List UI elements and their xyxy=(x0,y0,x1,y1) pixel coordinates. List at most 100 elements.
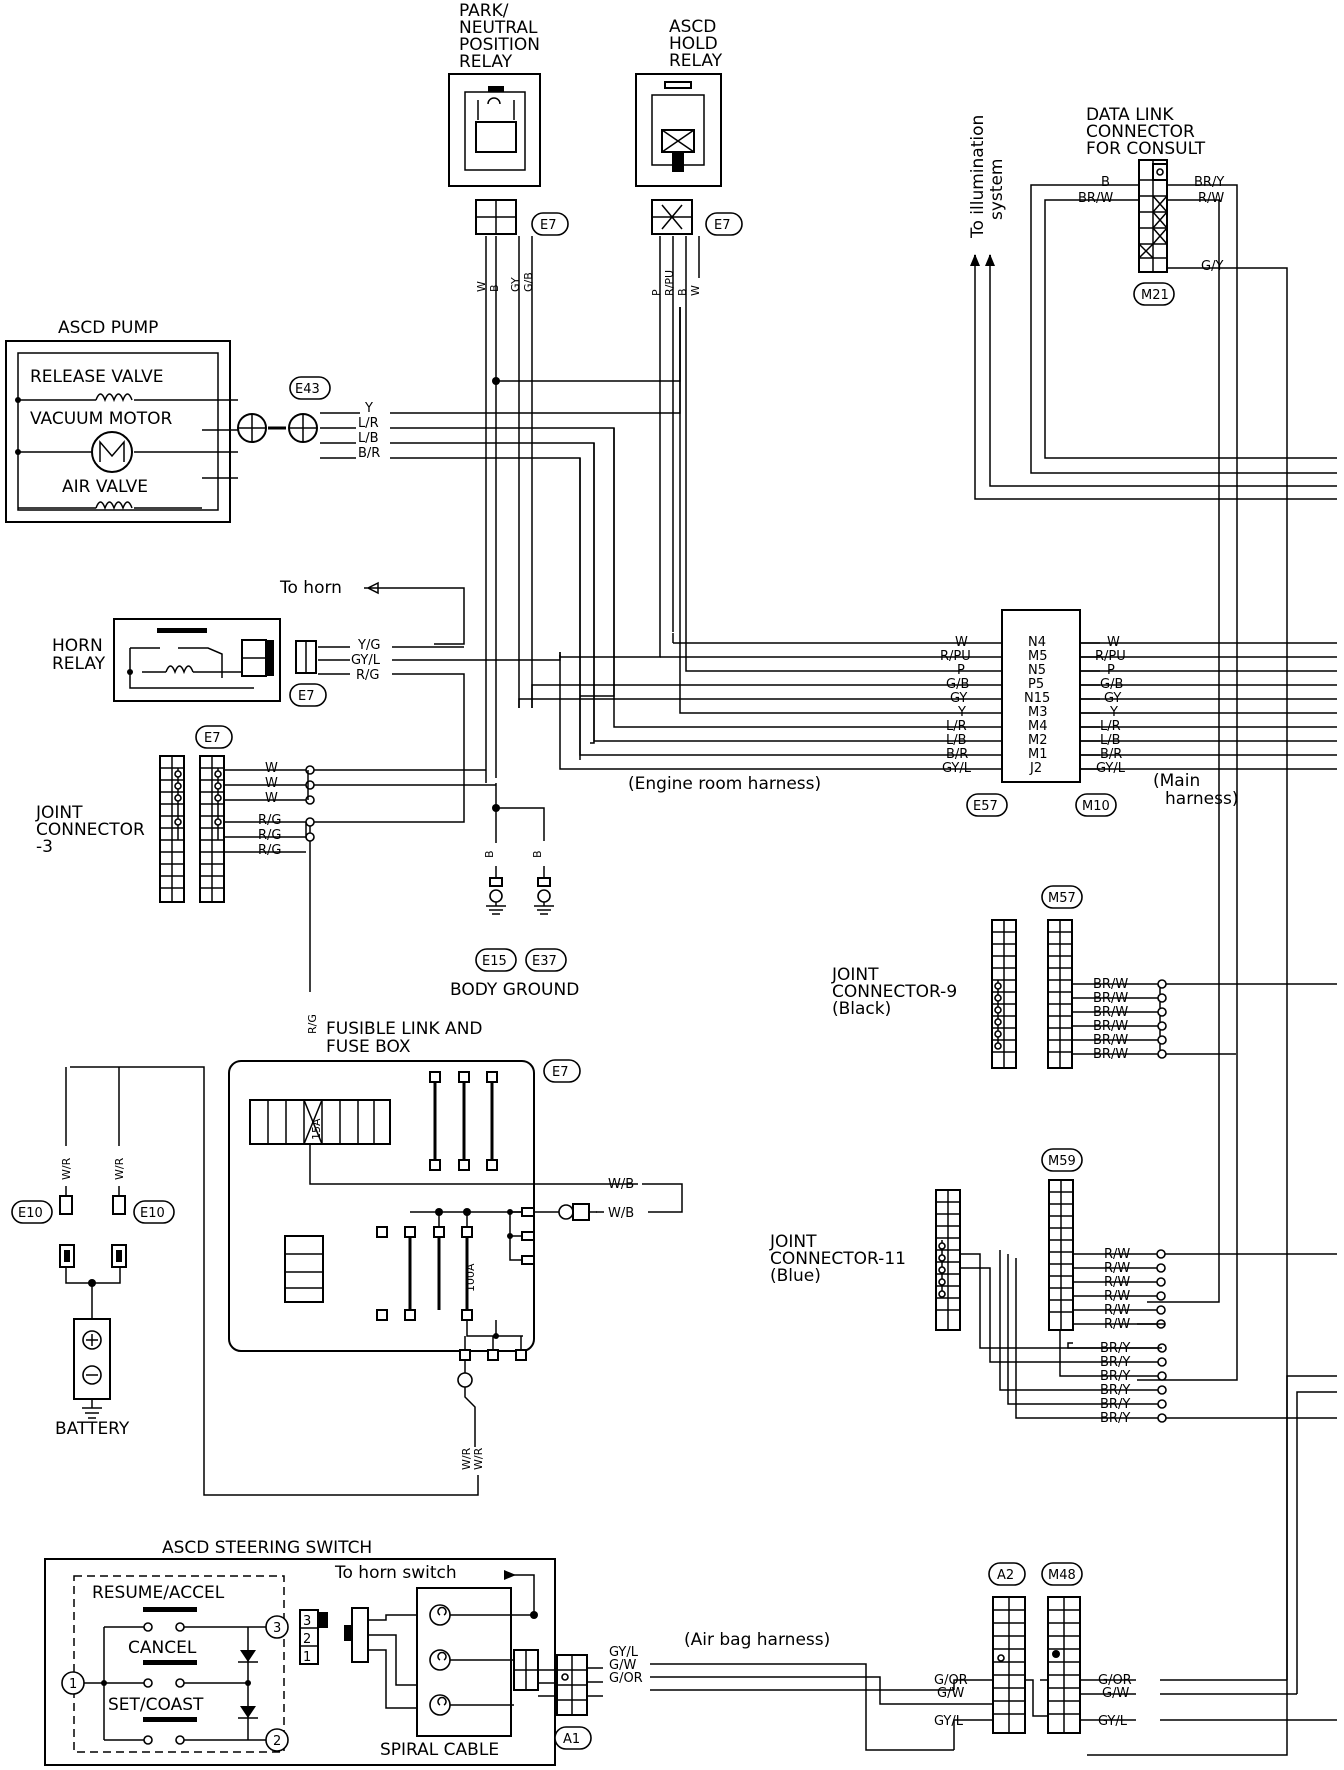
svg-text:R/G: R/G xyxy=(356,668,380,683)
joint-connector-3: JOINT CONNECTOR -3 xyxy=(35,755,225,903)
svg-text:B: B xyxy=(676,288,689,296)
connector-e10-right: E10 xyxy=(133,1200,175,1224)
svg-text:BR/Y: BR/Y xyxy=(1194,175,1224,190)
svg-text:W/R: W/R xyxy=(460,1447,473,1470)
svg-text:R/G: R/G xyxy=(258,828,282,843)
svg-text:3: 3 xyxy=(273,1621,281,1636)
svg-text:B/R: B/R xyxy=(358,446,380,461)
pnp-wire-labels: W B GY G/B xyxy=(475,272,535,292)
e57-m10-inline-connector xyxy=(1001,609,1081,783)
connector-e57: E57 xyxy=(966,793,1008,817)
ascd-steering-switch: ASCD STEERING SWITCH RESUME/ACCEL CANCEL… xyxy=(44,1538,556,1766)
svg-text:GY/L: GY/L xyxy=(934,1714,964,1729)
pnp-title-1: PARK/ xyxy=(459,1,509,21)
ascd-pump: ASCD PUMP RELEASE VALVE VACUUM MOTOR AIR… xyxy=(5,318,318,523)
svg-text:B: B xyxy=(1101,175,1110,190)
svg-text:J2: J2 xyxy=(1029,761,1042,776)
svg-text:A2: A2 xyxy=(997,1568,1014,1583)
svg-text:SPIRAL CABLE: SPIRAL CABLE xyxy=(380,1740,499,1760)
jc9-wire-labels: BR/W BR/W BR/W BR/W BR/W BR/W xyxy=(1093,977,1128,1062)
svg-text:E57: E57 xyxy=(973,799,998,814)
engine-room-harness-label: (Engine room harness) xyxy=(628,774,821,794)
svg-text:FOR CONSULT: FOR CONSULT xyxy=(1086,139,1206,159)
svg-text:M59: M59 xyxy=(1048,1154,1076,1169)
wb-wire-labels: W/B W/B xyxy=(608,1177,634,1221)
jc11-rw-labels: R/W R/W R/W R/W R/W R/W xyxy=(1104,1247,1130,1332)
svg-text:R/PU: R/PU xyxy=(663,270,676,296)
pnp-title-2: NEUTRAL xyxy=(459,18,538,38)
svg-text:W: W xyxy=(475,281,488,292)
svg-text:BATTERY: BATTERY xyxy=(55,1419,130,1439)
ground-wire-labels: B B xyxy=(483,850,544,858)
connector-e37: E37 xyxy=(525,948,567,972)
svg-text:G/Y: G/Y xyxy=(1201,259,1223,274)
data-link-connector: DATA LINK CONNECTOR FOR CONSULT B BR/W B… xyxy=(1078,105,1224,274)
m48-connector xyxy=(1047,1596,1081,1734)
svg-text:R/G: R/G xyxy=(258,813,282,828)
connector-m59: M59 xyxy=(1041,1148,1083,1172)
svg-text:(Blue): (Blue) xyxy=(770,1266,821,1286)
svg-text:E37: E37 xyxy=(532,954,557,969)
air-bag-harness-label: (Air bag harness) xyxy=(684,1630,830,1650)
fuse-bottom-labels: W/R W/R xyxy=(460,1447,485,1470)
svg-text:M21: M21 xyxy=(1141,288,1169,303)
svg-text:L/B: L/B xyxy=(358,431,379,446)
svg-text:(Black): (Black) xyxy=(832,999,891,1019)
svg-text:AIR VALVE: AIR VALVE xyxy=(62,477,148,497)
svg-text:ASCD STEERING SWITCH: ASCD STEERING SWITCH xyxy=(162,1538,372,1558)
svg-text:P5: P5 xyxy=(1028,677,1044,692)
svg-text:CANCEL: CANCEL xyxy=(128,1638,197,1658)
pump-wire-labels: Y L/R L/B B/R xyxy=(358,401,380,461)
svg-text:M4: M4 xyxy=(1028,719,1048,734)
svg-text:W/B: W/B xyxy=(608,1177,634,1192)
svg-text:SET/COAST: SET/COAST xyxy=(108,1695,204,1715)
hold-wire-labels: P R/PU B W xyxy=(650,270,702,296)
connector-e43: E43 xyxy=(289,376,331,400)
svg-text:To illumination: To illumination xyxy=(968,115,988,239)
svg-text:W/R: W/R xyxy=(472,1447,485,1470)
svg-text:E7: E7 xyxy=(552,1065,569,1080)
svg-text:RESUME/ACCEL: RESUME/ACCEL xyxy=(92,1583,225,1603)
connector-e7-horn: E7 xyxy=(289,683,327,707)
svg-text:ASCD: ASCD xyxy=(669,17,716,37)
svg-text:-3: -3 xyxy=(36,837,53,857)
svg-text:P: P xyxy=(650,289,663,296)
connector-m21: M21 xyxy=(1133,282,1175,306)
svg-text:E10: E10 xyxy=(140,1206,165,1221)
svg-text:W: W xyxy=(265,761,278,776)
park-neutral-position-relay: PARK/ NEUTRAL POSITION RELAY xyxy=(448,1,541,235)
to-illumination-label: To illumination system xyxy=(968,115,1007,266)
svg-text:A1: A1 xyxy=(563,1732,580,1747)
svg-text:Y/G: Y/G xyxy=(357,638,380,653)
svg-text:2: 2 xyxy=(273,1734,281,1749)
pnp-title-3: POSITION xyxy=(459,35,540,55)
svg-text:FUSE BOX: FUSE BOX xyxy=(326,1037,411,1057)
svg-text:W/R: W/R xyxy=(113,1157,126,1180)
svg-text:E7: E7 xyxy=(298,689,315,704)
svg-text:W: W xyxy=(265,791,278,806)
svg-text:M57: M57 xyxy=(1048,891,1076,906)
connector-m10: M10 xyxy=(1075,793,1117,817)
body-ground-symbols xyxy=(486,877,554,915)
connector-e7-pnp: E7 xyxy=(531,212,569,236)
svg-text:L/R: L/R xyxy=(358,416,379,431)
svg-text:BR/W: BR/W xyxy=(1078,191,1113,206)
svg-text:DATA LINK: DATA LINK xyxy=(1086,105,1174,125)
svg-text:B: B xyxy=(531,850,544,858)
svg-text:Y: Y xyxy=(364,401,373,416)
svg-text:3: 3 xyxy=(303,1614,311,1629)
svg-text:CONNECTOR: CONNECTOR xyxy=(36,820,145,840)
svg-text:CONNECTOR-9: CONNECTOR-9 xyxy=(832,982,957,1002)
svg-text:G/OR: G/OR xyxy=(934,1673,968,1688)
e57-pin-labels: N4 M5 N5 P5 N15 M3 M4 M2 M1 J2 xyxy=(1024,635,1050,776)
svg-text:R/G: R/G xyxy=(306,1014,319,1034)
main-harness-label-2: harness) xyxy=(1165,789,1238,809)
svg-text:W/B: W/B xyxy=(608,1206,634,1221)
main-harness-label-1: (Main xyxy=(1153,771,1200,791)
svg-text:W: W xyxy=(265,776,278,791)
svg-text:GY/L: GY/L xyxy=(1098,1714,1128,1729)
svg-text:HOLD: HOLD xyxy=(669,34,718,54)
svg-text:CONNECTOR-11: CONNECTOR-11 xyxy=(770,1249,906,1269)
svg-text:JOINT: JOINT xyxy=(769,1232,817,1252)
svg-text:G/OR: G/OR xyxy=(609,1671,643,1686)
